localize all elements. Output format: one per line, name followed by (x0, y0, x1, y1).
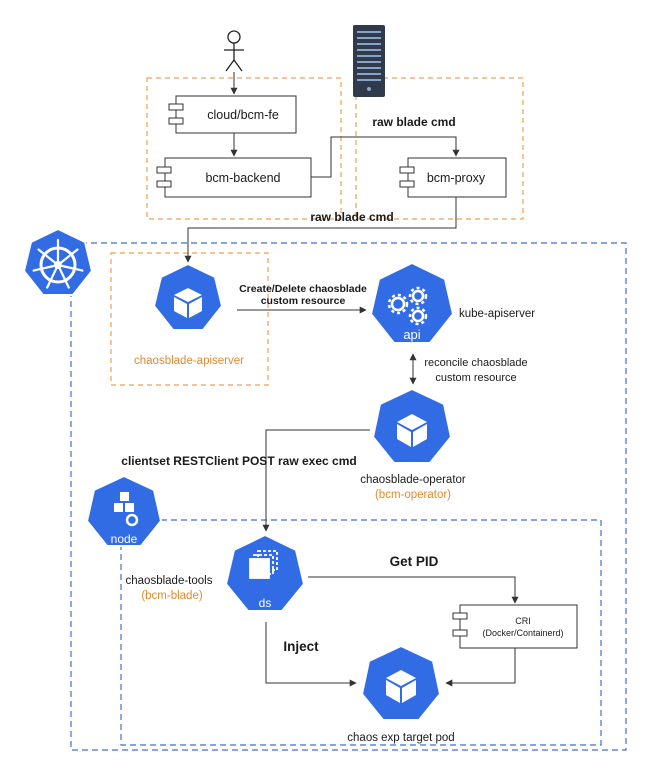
gears-icon (387, 286, 428, 326)
backend-to-proxy-arrow (311, 136, 460, 178)
proxy-region (355, 77, 524, 220)
user-icon (224, 30, 244, 72)
ds-badge: ds (259, 596, 272, 610)
stacked-squares-icon (249, 550, 278, 579)
ds-to-cri-arrow (308, 576, 519, 604)
cri-sublabel: (Docker/Containerd) (482, 628, 563, 638)
cri-label: CRI (515, 616, 531, 626)
proxy-to-apiserver-arrow (184, 197, 457, 263)
bcm-backend-label: bcm-backend (205, 171, 280, 185)
reconcile-custom-resource-label: custom resource (435, 372, 516, 384)
create-delete-label: Create/Delete chaosblade (239, 283, 367, 295)
target-pod-label: chaos exp target pod (347, 732, 454, 744)
operator-to-ds-arrow (262, 429, 370, 532)
custom-resource-label: custom resource (261, 295, 346, 307)
chaosblade-tools-label: chaosblade-tools (126, 575, 213, 587)
ds-icon: ds (224, 533, 306, 612)
node-region (120, 519, 602, 746)
cube-icon (386, 670, 416, 703)
chaosblade-operator-icon (371, 387, 453, 464)
chaosblade-operator-label: chaosblade-operator (360, 474, 466, 486)
cloud-fe-label: cloud/bcm-fe (207, 108, 279, 122)
chaosblade-apiserver-label: chaosblade-apiserver (134, 355, 244, 367)
bcm-blade-label: (bcm-blade) (141, 590, 203, 602)
chaosblade-apiserver-icon (152, 262, 224, 331)
cri-to-pod-arrow (445, 648, 516, 687)
cube-icon (174, 288, 202, 318)
get-pid-label: Get PID (390, 554, 439, 569)
kube-apiserver-icon: api (369, 261, 455, 344)
api-badge: api (403, 327, 420, 342)
node-icon: node (85, 474, 163, 547)
inject-label: Inject (283, 639, 319, 654)
target-pod-icon (360, 644, 442, 721)
node-badge: node (111, 532, 138, 546)
cube-icon (397, 414, 427, 447)
bcm-proxy-label: bcm-proxy (427, 171, 486, 185)
bcm-backend-component: bcm-backend (156, 157, 312, 198)
kube-apiserver-label: kube-apiserver (459, 308, 535, 320)
bcm-operator-label: (bcm-operator) (375, 489, 451, 501)
reconcile-label: reconcile chaosblade (424, 357, 527, 369)
bcm-proxy-component: bcm-proxy (399, 157, 507, 198)
kubernetes-logo-icon (22, 227, 94, 296)
ds-to-pod-inject-arrow (265, 622, 357, 687)
clientset-label: clientset RESTClient POST raw exec cmd (121, 454, 356, 468)
raw-blade-cmd-top-label: raw blade cmd (372, 115, 455, 129)
cubes-gear-icon (114, 492, 139, 527)
cri-component: CRI (Docker/Containerd) (452, 604, 578, 649)
k8s-cluster-region (70, 242, 627, 751)
cloud-fe-component: cloud/bcm-fe (168, 95, 297, 134)
frontend-region (146, 77, 342, 220)
server-icon (353, 25, 385, 97)
raw-blade-cmd-bottom-label: raw blade cmd (310, 210, 393, 224)
